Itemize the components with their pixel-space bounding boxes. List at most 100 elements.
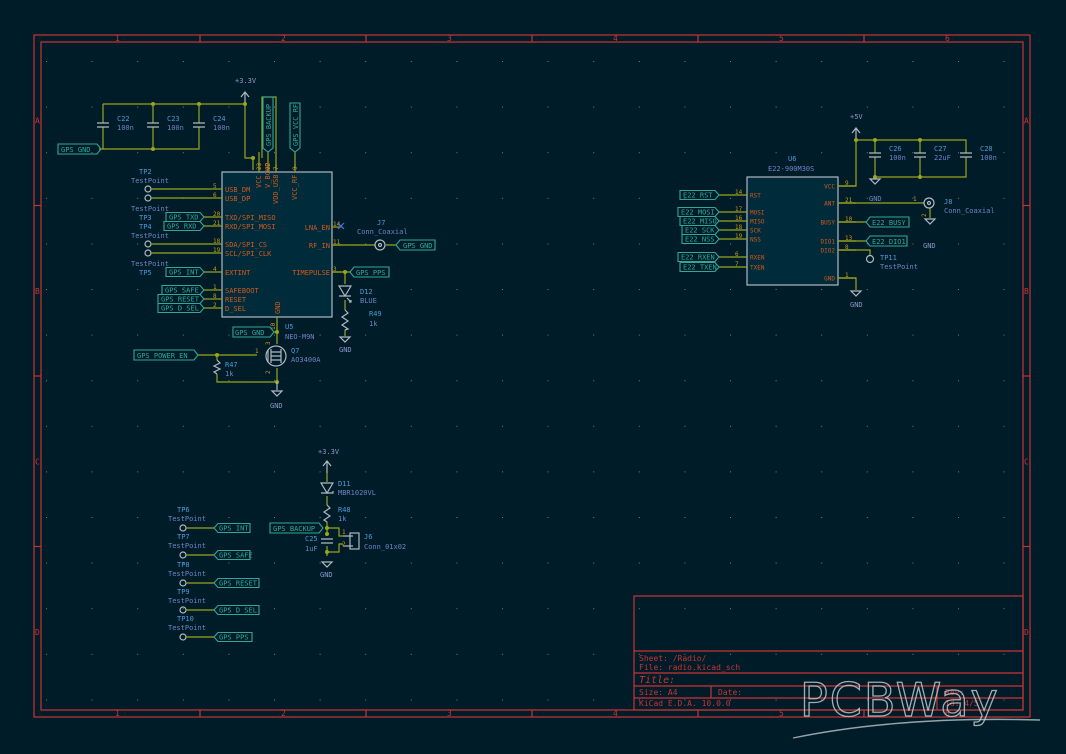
frame-row-label: D	[35, 628, 40, 637]
u5-pin-name: RESET	[225, 296, 247, 304]
net-label-e22-miso[interactable]: E22_MISO	[679, 215, 720, 227]
cap-ref: C27	[934, 145, 947, 153]
pin-header-icon	[349, 532, 360, 550]
u6-pin-name: SCK	[750, 228, 761, 235]
u6-pin-name: VCC	[824, 184, 835, 191]
net-label-gps-d-sel[interactable]: GPS_D_SEL	[157, 302, 205, 314]
testpoint-icon	[179, 524, 187, 532]
net-label-gps-safe[interactable]: GPS_SAFE	[161, 284, 205, 296]
net-label-e22-busy[interactable]: E22_BUSY	[865, 216, 910, 228]
net-label-gps-gnd[interactable]: GPS_GND	[57, 143, 102, 155]
net-label-e22-dio1[interactable]: E22_DIO1	[865, 235, 908, 247]
svg-text:23: 23	[256, 162, 263, 170]
net-label-gps-pps[interactable]: GPS_PPS	[349, 266, 390, 278]
d12-ref: D12	[360, 288, 373, 296]
net-label-e22-sck[interactable]: E22_SCK	[681, 224, 720, 236]
j6-value: Conn_01x02	[364, 543, 406, 551]
tb-file: File: radio.kicad_sch	[639, 663, 740, 672]
tb-title: Title:	[639, 675, 675, 686]
net-label-tp[interactable]: GPS_INT	[213, 522, 251, 534]
backup-gnd-label: GND	[320, 571, 333, 579]
tp-ref: TP10	[177, 615, 194, 623]
net-label-tp[interactable]: GPS_RESET	[213, 577, 260, 589]
tp-value: TestPoint	[168, 570, 206, 578]
no-connect-icon	[337, 222, 345, 230]
svg-text:GPS_POWER_EN: GPS_POWER_EN	[137, 352, 188, 360]
testpoint-icon	[179, 633, 187, 641]
net-label-gps-int[interactable]: GPS_INT	[165, 266, 205, 278]
u5-pin-name: VCC	[255, 175, 263, 188]
frame-row-label: C	[35, 457, 40, 466]
svg-text:GPS_SAFE: GPS_SAFE	[219, 552, 253, 560]
svg-text:10: 10	[845, 216, 853, 223]
frame-col-label: 6	[945, 709, 950, 718]
q7-value: AO3400A	[291, 356, 321, 364]
testpoint-icon	[144, 240, 152, 248]
svg-text:GPS_SAFE: GPS_SAFE	[165, 287, 199, 295]
u5-pin-name: SCL/SPI_CLK	[225, 250, 272, 258]
net-label-tp[interactable]: GPS_PPS	[213, 631, 253, 643]
tp2-value: TestPoint	[131, 177, 169, 185]
net-label-e22-nss[interactable]: E22_NSS	[681, 233, 720, 245]
cap-value: 100n	[117, 124, 134, 132]
d12-value: BLUE	[360, 297, 377, 305]
net-label-e22-txen[interactable]: E22_TXEN	[679, 261, 720, 273]
net-label-gps-power-en[interactable]: GPS_POWER_EN	[133, 349, 199, 361]
svg-text:2: 2	[342, 541, 346, 548]
r47-ref: R47	[225, 361, 238, 369]
frame-row-label: B	[1024, 287, 1029, 296]
power-arrow-icon	[322, 460, 332, 473]
tp11-ref: TP11	[880, 254, 897, 262]
gnd-label-2: GND	[270, 402, 283, 410]
tb-size: Size: A4	[639, 688, 678, 697]
gnd-icon	[270, 382, 284, 397]
resistor-icon	[340, 309, 350, 331]
tp4-ref: TP4	[139, 223, 152, 231]
u6-pin-name: BUSY	[821, 220, 836, 227]
net-label-gps-gnd-switch[interactable]: GPS_GND	[232, 326, 275, 338]
net-label-gps-backup-2[interactable]: GPS_BACKUP	[269, 522, 324, 534]
net-label-gps-gnd-rf[interactable]: GPS_GND	[395, 239, 436, 251]
net-label-gps-txd[interactable]: GPS_TXD	[165, 211, 205, 223]
net-label-gps-rxd[interactable]: GPS_RXD	[163, 220, 205, 232]
svg-text:14: 14	[735, 189, 743, 196]
watermark-text: PCBWay	[800, 673, 1000, 727]
svg-text:E22_RXEN: E22_RXEN	[681, 254, 715, 262]
frame-col-label: 3	[447, 34, 452, 43]
svg-text:3: 3	[265, 341, 272, 345]
net-label-gps-backup[interactable]: GPS_BACKUP	[262, 96, 274, 153]
j8-ref: J8	[944, 198, 952, 206]
svg-text:GPS_GND: GPS_GND	[403, 242, 433, 250]
net-label-gps-vcc-rf[interactable]: GPS_VCC_RF	[289, 102, 301, 153]
cap-ref: C24	[213, 115, 226, 123]
svg-text:GPS_D_SEL: GPS_D_SEL	[219, 607, 257, 615]
net-label-tp[interactable]: GPS_SAFE	[213, 549, 253, 561]
net-label-gps-reset[interactable]: GPS_RESET	[157, 293, 205, 305]
power-3v3-label: +3.3V	[235, 77, 257, 85]
frame-col-label: 1	[115, 709, 120, 718]
svg-text:16: 16	[735, 215, 743, 222]
u5-pin-name: VCC_RF	[291, 175, 299, 200]
cap-value: 100n	[889, 154, 906, 162]
d11-value: MBR1020VL	[338, 489, 376, 497]
capacitor-icon	[321, 538, 333, 544]
svg-text:1: 1	[213, 284, 217, 291]
svg-text:E22_MOSI: E22_MOSI	[681, 209, 715, 217]
svg-text:4: 4	[213, 266, 217, 273]
u6-pin-name: DIO1	[821, 239, 836, 246]
svg-text:E22_DIO1: E22_DIO1	[872, 238, 906, 246]
net-label-tp[interactable]: GPS_D_SEL	[213, 604, 260, 616]
u5-ic-body[interactable]	[221, 171, 333, 318]
net-label-e22-rst[interactable]: E22_RST	[679, 189, 720, 201]
tb-id: Id: 4/5	[945, 699, 979, 708]
r47-value: 1k	[225, 370, 234, 378]
capacitor-icon	[97, 122, 109, 128]
net-label-e22-mosi[interactable]: E22_MOSI	[677, 206, 720, 218]
u6-ic-body[interactable]	[746, 176, 839, 286]
tp5-value: TestPoint	[131, 260, 169, 268]
net-label-e22-rxen[interactable]: E22_RXEN	[677, 251, 720, 263]
tp11-value: TestPoint	[880, 263, 918, 271]
